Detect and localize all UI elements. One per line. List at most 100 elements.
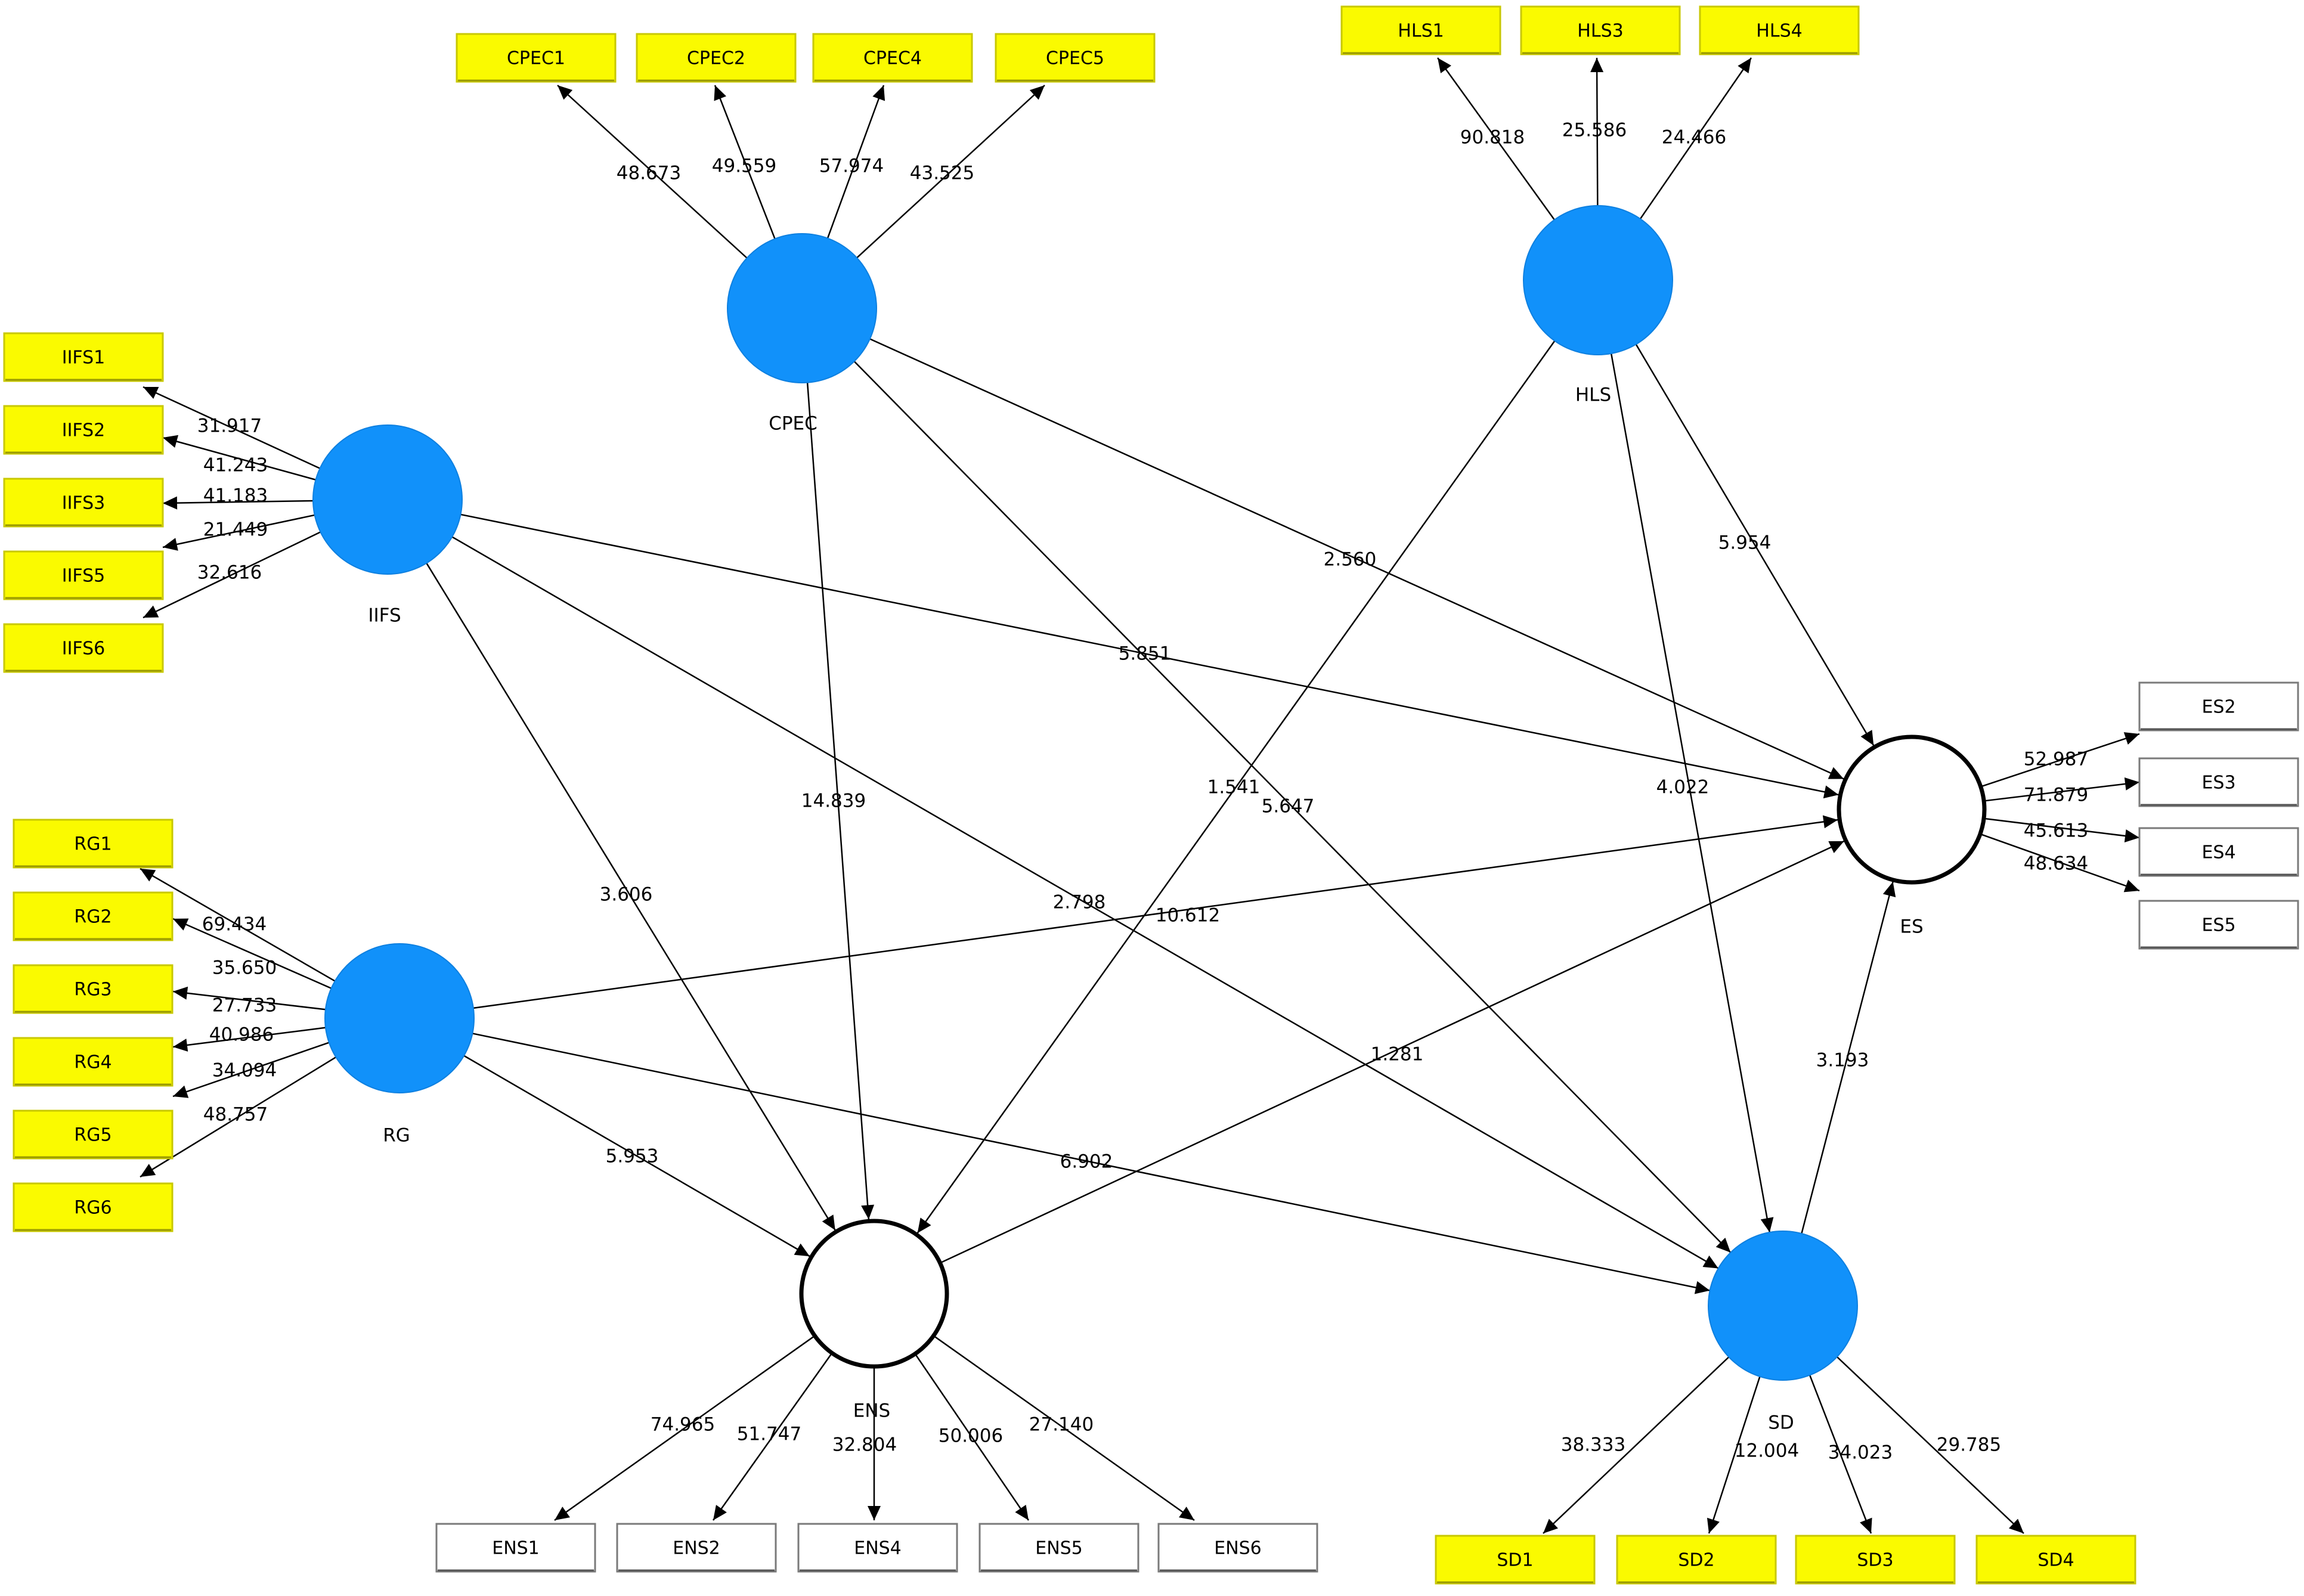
construct-sd[interactable]: SD [1708, 1231, 1858, 1434]
indicator-rg1-box-rect [13, 819, 174, 869]
construct-iifs[interactable]: IIFS [312, 424, 463, 627]
indicator-iifs5-box[interactable]: IIFS5 [3, 550, 164, 600]
indicator-ens2-loading-line [712, 1354, 832, 1521]
construct-ens[interactable]: ENS [799, 1219, 949, 1422]
indicator-ens2-box[interactable]: ENS2 [616, 1523, 777, 1573]
indicator-ens5-box[interactable]: ENS5 [978, 1523, 1139, 1573]
indicator-es4-box[interactable]: ES4 [2138, 827, 2299, 877]
construct-cpec[interactable]: CPEC [727, 233, 877, 435]
path-hls-to-sd-arrowhead [1760, 1217, 1774, 1232]
indicator-iifs3-box-rect [3, 478, 164, 528]
indicator-rg6-box[interactable]: RG6 [13, 1182, 174, 1232]
indicator-sd2-box[interactable]: SD2 [1616, 1535, 1777, 1585]
indicator-sd4-box[interactable]: SD4 [1975, 1535, 2136, 1585]
indicator-sd4-label: SD4 [2037, 1550, 2074, 1571]
path-hls-to-ens-line [916, 340, 1556, 1234]
indicator-rg1-box[interactable]: RG1 [13, 819, 174, 869]
indicator-cpec1-box[interactable]: CPEC1 [456, 33, 617, 83]
indicator-rg4-loading-line [172, 1027, 326, 1048]
indicator-iifs1-loading-line [143, 386, 321, 469]
indicator-cpec5-loading: 43.525 [910, 163, 974, 184]
indicator-sd3-box[interactable]: SD3 [1795, 1535, 1956, 1585]
indicator-iifs6-box[interactable]: IIFS6 [3, 623, 164, 673]
path-iifs-to-sd-coefficient: 2.798 [1053, 892, 1106, 913]
indicator-cpec5-box[interactable]: CPEC5 [995, 33, 1156, 83]
indicator-ens5-loading-line [915, 1355, 1030, 1521]
indicator-es2-box[interactable]: ES2 [2138, 681, 2299, 732]
indicator-iifs2-label: IIFS2 [62, 420, 106, 441]
path-cpec-to-ens-line [806, 382, 870, 1220]
construct-es[interactable]: ES [1837, 735, 1987, 938]
indicator-iifs1-box[interactable]: IIFS1 [3, 332, 164, 382]
indicator-rg5-label: RG5 [74, 1125, 112, 1146]
indicator-es4-arrowhead [2124, 829, 2139, 842]
construct-cpec-circle [727, 233, 877, 383]
indicator-hls1-loading: 90.818 [1460, 127, 1525, 148]
indicator-iifs5-box-rect [3, 550, 164, 600]
indicator-cpec2-box[interactable]: CPEC2 [636, 33, 797, 83]
path-rg-to-es-coefficient: 10.612 [1156, 905, 1220, 926]
construct-es-label: ES [1900, 916, 1923, 938]
indicator-es2-loading-line [1982, 733, 2140, 787]
indicator-rg4-box[interactable]: RG4 [13, 1037, 174, 1087]
indicator-ens2-box-rect [616, 1523, 777, 1573]
indicator-ens6-box[interactable]: ENS6 [1157, 1523, 1318, 1573]
indicator-sd1-arrowhead [1543, 1518, 1558, 1533]
construct-hls[interactable]: HLS [1523, 205, 1673, 406]
path-cpec-to-sd-line [853, 361, 1732, 1253]
indicator-sd1-loading: 38.333 [1561, 1434, 1625, 1456]
indicator-rg4-loading: 40.986 [209, 1024, 274, 1046]
path-rg-to-sd-coefficient: 6.902 [1060, 1151, 1113, 1173]
construct-rg[interactable]: RG [324, 943, 475, 1146]
path-iifs-to-ens-line [426, 562, 836, 1231]
indicator-rg2-loading-line [172, 918, 332, 989]
indicator-hls4-box[interactable]: HLS4 [1699, 5, 1860, 55]
indicator-rg5-box[interactable]: RG5 [13, 1110, 174, 1160]
indicator-es5-arrowhead [2123, 879, 2139, 892]
construct-sd-circle [1708, 1231, 1858, 1381]
indicator-iifs3-box[interactable]: IIFS3 [3, 478, 164, 528]
indicator-hls3-arrowhead [1590, 58, 1604, 73]
indicator-ens5-box-rect [978, 1523, 1139, 1573]
indicator-rg3-box[interactable]: RG3 [13, 964, 174, 1014]
path-hls-to-ens-arrowhead [917, 1217, 931, 1234]
path-ens-to-es-coefficient: 1.281 [1371, 1044, 1424, 1065]
indicator-iifs5-loading: 21.449 [203, 519, 268, 541]
indicator-es3-loading-line [1985, 781, 2140, 802]
path-cpec-to-ens-coefficient: 14.839 [801, 791, 866, 812]
indicator-cpec1-loading: 48.673 [617, 163, 681, 184]
indicator-hls1-box[interactable]: HLS1 [1340, 5, 1501, 55]
indicator-ens4-box-rect [797, 1523, 958, 1573]
indicator-sd2-arrowhead [1707, 1517, 1720, 1533]
indicator-es4-box-rect [2138, 827, 2299, 877]
indicator-iifs6-loading-line [143, 531, 321, 619]
indicator-es3-arrowhead [2124, 777, 2139, 791]
indicator-es3-box[interactable]: ES3 [2138, 757, 2299, 807]
indicator-hls3-label: HLS3 [1577, 21, 1623, 42]
indicator-rg6-loading: 48.757 [203, 1104, 268, 1126]
indicator-iifs5-label: IIFS5 [62, 566, 106, 587]
indicator-ens1-box[interactable]: ENS1 [435, 1523, 596, 1573]
indicator-es5-box[interactable]: ES5 [2138, 900, 2299, 950]
indicator-iifs3-arrowhead [163, 496, 178, 510]
indicator-cpec1-loading-line [557, 85, 748, 259]
indicator-cpec5-box-rect [995, 33, 1156, 83]
indicator-rg3-box-rect [13, 964, 174, 1014]
indicator-sd3-loading-line [1808, 1375, 1872, 1534]
path-hls-to-es-line [1635, 343, 1875, 746]
indicator-iifs2-box[interactable]: IIFS2 [3, 405, 164, 455]
indicator-sd1-box-rect [1435, 1535, 1596, 1585]
path-rg-to-es-line [473, 819, 1838, 1009]
indicator-sd1-box[interactable]: SD1 [1435, 1535, 1596, 1585]
indicator-hls3-box[interactable]: HLS3 [1520, 5, 1681, 55]
indicator-cpec5-loading-line [856, 85, 1045, 259]
indicator-hls1-box-rect [1340, 5, 1501, 55]
construct-iifs-label: IIFS [368, 605, 401, 627]
indicator-rg5-loading: 34.094 [212, 1060, 277, 1081]
indicator-cpec4-box[interactable]: CPEC4 [812, 33, 973, 83]
indicator-sd4-loading: 29.785 [1937, 1434, 2001, 1456]
indicator-rg2-box[interactable]: RG2 [13, 891, 174, 941]
indicator-cpec5-arrowhead [1029, 85, 1045, 100]
indicator-ens4-box[interactable]: ENS4 [797, 1523, 958, 1573]
